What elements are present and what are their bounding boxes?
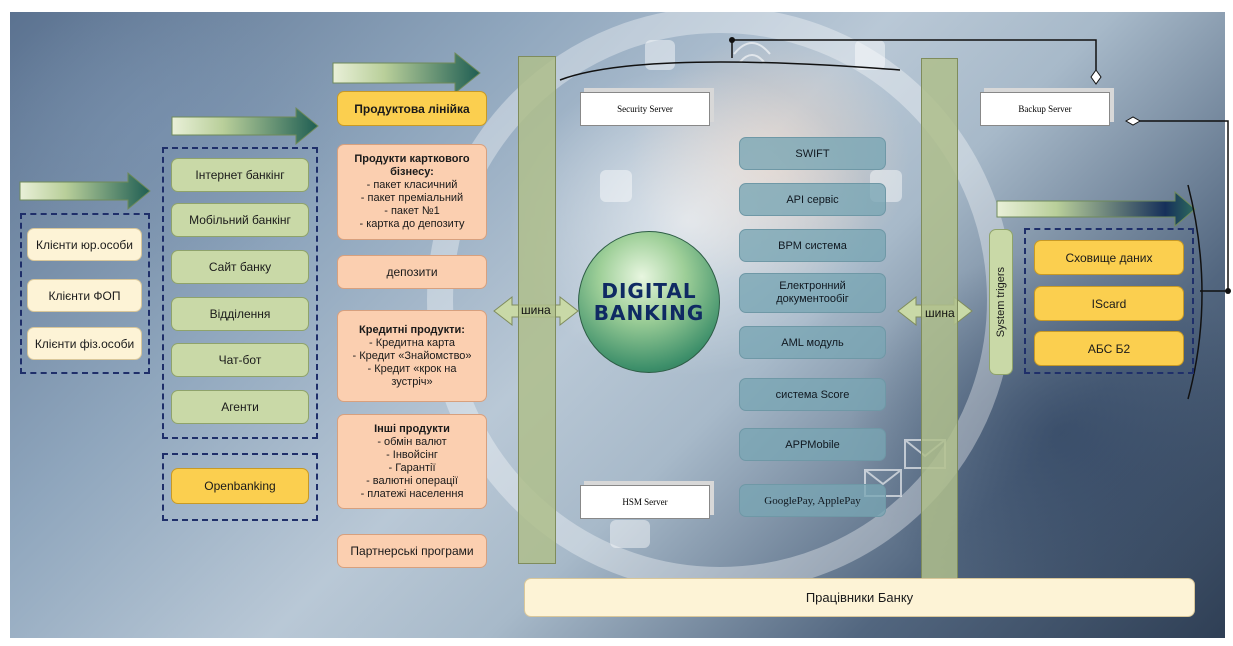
- core-line-2: BANKING: [593, 301, 705, 325]
- card-products-box[interactable]: Продукти карткового бізнесу: - пакет кла…: [337, 144, 487, 240]
- card-item: - пакет №1: [384, 205, 440, 217]
- channel-agents[interactable]: Агенти: [171, 390, 309, 424]
- credit-item: зустріч»: [391, 375, 433, 388]
- other-item: - обмін валют: [377, 435, 447, 448]
- system-triggers[interactable]: System trigers: [989, 229, 1013, 375]
- section-arrow-clients: [19, 171, 151, 211]
- bank-employees-bar[interactable]: Працівники Банку: [524, 578, 1195, 617]
- channel-branches[interactable]: Відділення: [171, 297, 309, 331]
- integration-bus-right: [921, 58, 958, 584]
- system-triggers-label: System trigers: [995, 266, 1007, 338]
- card-item: - пакет класичний: [366, 179, 458, 191]
- channels-group: [162, 147, 318, 439]
- storage-abs-b2[interactable]: АБС Б2: [1034, 331, 1184, 366]
- credit-item: - Кредитна карта: [368, 336, 456, 349]
- service-api[interactable]: API сервіс: [739, 183, 886, 216]
- section-arrow-channels: [171, 106, 319, 146]
- clients-group: [20, 213, 150, 374]
- channel-chatbot[interactable]: Чат-бот: [171, 343, 309, 377]
- openbanking-box[interactable]: Openbanking: [171, 468, 309, 504]
- client-sole-proprietors[interactable]: Клієнти ФОП: [27, 279, 142, 312]
- client-legal-entities[interactable]: Клієнти юр.особи: [27, 228, 142, 261]
- service-aml[interactable]: AML модуль: [739, 326, 886, 359]
- service-score[interactable]: система Score: [739, 378, 886, 411]
- credit-item: - Кредит «крок на: [367, 362, 457, 375]
- storage-data-warehouse[interactable]: Сховище даних: [1034, 240, 1184, 275]
- other-products-title: Інші продукти: [374, 422, 450, 435]
- security-server[interactable]: Security Server: [580, 92, 710, 126]
- other-item: - платежі населення: [360, 487, 464, 500]
- storage-group: [1024, 228, 1194, 374]
- service-bpm[interactable]: BPM система: [739, 229, 886, 262]
- partner-programs-box[interactable]: Партнерські програми: [337, 534, 487, 568]
- channel-mobile-banking[interactable]: Мобільний банкінг: [171, 203, 309, 237]
- product-line-header[interactable]: Продуктова лінійка: [337, 91, 487, 126]
- deposits-box[interactable]: депозити: [337, 255, 487, 289]
- channel-internet-banking[interactable]: Інтернет банкінг: [171, 158, 309, 192]
- card-item: - пакет преміальний: [360, 192, 464, 204]
- other-item: - валютні операції: [366, 474, 458, 487]
- channel-bank-website[interactable]: Сайт банку: [171, 250, 309, 284]
- integration-bus-left: [518, 56, 556, 564]
- credit-products-box[interactable]: Кредитні продукти: - Кредитна карта - Кр…: [337, 310, 487, 402]
- core-line-1: DIGITAL: [601, 279, 697, 303]
- service-appmobile[interactable]: APPMobile: [739, 428, 886, 461]
- service-swift[interactable]: SWIFT: [739, 137, 886, 170]
- card-products-title: Продукти карткового бізнесу:: [354, 153, 470, 178]
- credit-products-title: Кредитні продукти:: [359, 323, 465, 336]
- credit-item: - Кредит «Знайомство»: [352, 349, 472, 362]
- bus-label-left: шина: [521, 303, 551, 317]
- other-item: - Інвойсінг: [386, 448, 438, 461]
- service-googlepay-applepay[interactable]: GooglePay, ApplePay: [739, 484, 886, 517]
- hsm-server[interactable]: HSM Server: [580, 485, 710, 519]
- other-item: - Гарантії: [388, 461, 436, 474]
- client-individuals[interactable]: Клієнти фіз.особи: [27, 327, 142, 360]
- other-products-box[interactable]: Інші продукти - обмін валют - Інвойсінг …: [337, 414, 487, 509]
- openbanking-group: [162, 453, 318, 521]
- section-arrow-storage: [996, 190, 1196, 228]
- service-edoc[interactable]: Електронний документообіг: [739, 273, 886, 313]
- backup-server[interactable]: Backup Server: [980, 92, 1110, 126]
- digital-banking-core[interactable]: DIGITAL BANKING: [578, 231, 720, 373]
- storage-iscard[interactable]: IScard: [1034, 286, 1184, 321]
- section-arrow-products: [332, 51, 481, 95]
- card-item: - картка до депозиту: [359, 218, 465, 230]
- bus-label-right: шина: [925, 306, 955, 320]
